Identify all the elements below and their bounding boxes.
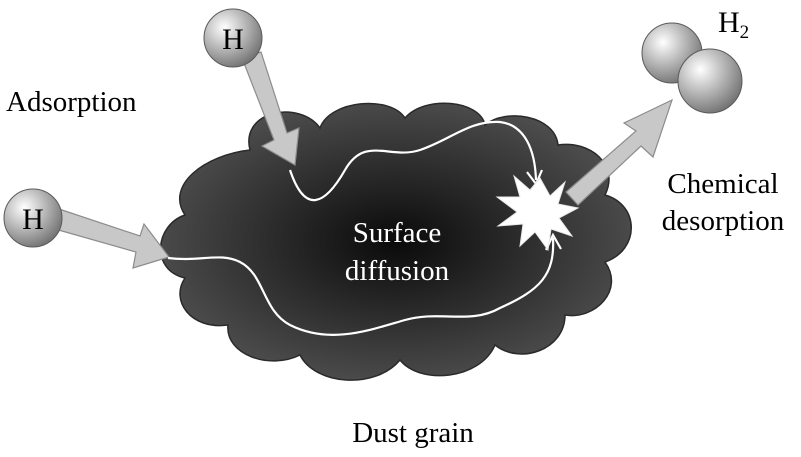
adsorption-label: Adsorption [6,86,137,118]
hydrogen-molecule: H2 [641,6,749,114]
adsorption-arrow-top [241,51,300,166]
dust-grain-shape [159,102,632,381]
atom-label-top: H [222,23,244,56]
sphere-icon [677,48,743,114]
molecule-label: H2 [718,6,749,43]
starburst-icon [495,174,580,252]
surface-diffusion-label-line2: diffusion [345,255,450,287]
surface-diffusion-label-line1: Surface [353,217,442,249]
sphere-icon [203,8,263,68]
hydrogen-atom-left: H [3,188,63,248]
chemical-desorption-label-line2: desorption [662,205,785,237]
molecule-subscript: 2 [740,22,750,43]
sphere-icon [3,188,63,248]
hydrogen-atom-top: H [203,8,263,68]
adsorption-arrow-left [54,207,170,269]
dust-grain-label: Dust grain [352,417,474,449]
chemical-desorption-label-line1: Chemical [667,168,778,200]
desorption-arrow [565,98,674,206]
atom-label-left: H [22,203,44,236]
